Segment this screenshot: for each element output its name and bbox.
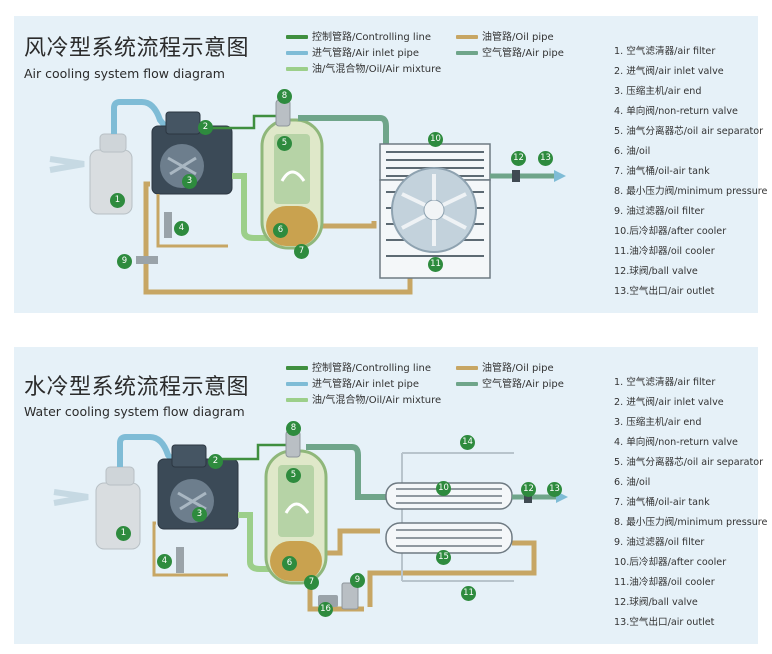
- component-item: 1. 空气滤清器/air filter: [614, 46, 716, 57]
- badge-water-inlet: 14: [460, 435, 475, 450]
- oil-pipe-return: [143, 181, 413, 295]
- legend-oil-air-mixture: 油/气混合物/Oil/Air mixture: [286, 391, 441, 406]
- component-item: 3. 压缩主机/air end: [614, 86, 702, 97]
- component-item: 10.后冷却器/after cooler: [614, 226, 727, 237]
- badge-oil: 6: [282, 556, 297, 571]
- legend-oil-pipe: 油管路/Oil pipe: [456, 28, 554, 43]
- intake-arrow: [49, 156, 85, 173]
- page-title: 水冷型系统流程示意图: [24, 375, 250, 400]
- legend-air-inlet-pipe: 进气管路/Air inlet pipe: [286, 375, 419, 390]
- legend-controlling-line: 控制管路/Controlling line: [286, 359, 431, 374]
- badge-ball-valve: 12: [521, 482, 536, 497]
- badge-air-inlet-valve: 2: [198, 120, 213, 135]
- air-cooling-diagram: [49, 99, 566, 295]
- component-item: 5. 油气分离器芯/oil air separator: [614, 457, 764, 468]
- badge-minimum-pressure-valve: 8: [277, 89, 292, 104]
- legend-air-pipe: 空气管路/Air pipe: [456, 44, 564, 59]
- ball-valve: [524, 491, 532, 503]
- air-pipe: [298, 115, 389, 146]
- page-subtitle: Air cooling system flow diagram: [24, 66, 225, 81]
- component-item: 12.球阀/ball valve: [614, 597, 698, 608]
- air-cooling-panel: 风冷型系统流程示意图 Air cooling system flow diagr…: [14, 16, 767, 313]
- oil-filter: [136, 256, 158, 264]
- component-item: 2. 进气阀/air inlet valve: [614, 66, 724, 77]
- legend-air-inlet-pipe: 进气管路/Air inlet pipe: [286, 44, 419, 59]
- component-list: 1. 空气滤清器/air filter 2. 进气阀/air inlet val…: [614, 373, 767, 633]
- badge-thermostatic-valve: 16: [318, 602, 333, 617]
- page-subtitle: Water cooling system flow diagram: [24, 404, 245, 419]
- component-item: 13.空气出口/air outlet: [614, 286, 715, 297]
- badge-non-return-valve: 4: [174, 221, 189, 236]
- air-inlet-pipe: [111, 99, 173, 134]
- oil-air-mixture-pipe: [232, 173, 276, 241]
- badge-air-filter: 1: [116, 526, 131, 541]
- component-item: 9. 油过滤器/oil filter: [614, 537, 705, 548]
- intake-arrow: [53, 489, 89, 506]
- badge-oil-filter: 9: [117, 254, 132, 269]
- component-item: 7. 油气桶/oil-air tank: [614, 166, 710, 177]
- legend-controlling-line: 控制管路/Controlling line: [286, 28, 431, 43]
- badge-oil-separator: 5: [286, 468, 301, 483]
- controlling-line: [214, 443, 288, 461]
- component-item: 8. 最小压力阀/minimum pressure: [614, 186, 768, 197]
- water-pipe: [401, 452, 514, 582]
- component-item: 1. 空气滤清器/air filter: [614, 377, 716, 388]
- ball-valve: [512, 170, 520, 182]
- badge-water-outlet: 15: [436, 550, 451, 565]
- component-item: 11.油冷却器/oil cooler: [614, 577, 715, 588]
- badge-air-outlet: 13: [547, 482, 562, 497]
- component-item: 6. 油/oil: [614, 146, 651, 157]
- oil-pipe-to-cooler: [314, 221, 377, 229]
- component-item: 13.空气出口/air outlet: [614, 617, 715, 628]
- component-item: 2. 进气阀/air inlet valve: [614, 397, 724, 408]
- badge-air-inlet-valve: 2: [208, 454, 223, 469]
- oil-pipe-return: [367, 540, 537, 607]
- badge-after-cooler: 10: [436, 481, 451, 496]
- badge-oil-air-tank: 7: [304, 575, 319, 590]
- component-item: 4. 单向阀/non-return valve: [614, 106, 738, 117]
- badge-oil-cooler: 11: [461, 586, 476, 601]
- air-pipe: [306, 444, 386, 500]
- component-item: 3. 压缩主机/air end: [614, 417, 702, 428]
- air-outlet-arrow: [554, 170, 566, 182]
- component-item: 6. 油/oil: [614, 477, 651, 488]
- component-item: 7. 油气桶/oil-air tank: [614, 497, 710, 508]
- component-item: 11.油冷却器/oil cooler: [614, 246, 715, 257]
- non-return-valve: [176, 547, 184, 573]
- badge-air-end: 3: [192, 507, 207, 522]
- legend-oil-pipe: 油管路/Oil pipe: [456, 359, 554, 374]
- oil-air-mixture-pipe: [238, 512, 276, 572]
- component-item: 9. 油过滤器/oil filter: [614, 206, 705, 217]
- badge-oil-cooler: 11: [428, 257, 443, 272]
- badge-air-outlet: 13: [538, 151, 553, 166]
- badge-air-filter: 1: [110, 193, 125, 208]
- component-item: 4. 单向阀/non-return valve: [614, 437, 738, 448]
- component-item: 10.后冷却器/after cooler: [614, 557, 727, 568]
- badge-air-end: 3: [182, 174, 197, 189]
- component-item: 12.球阀/ball valve: [614, 266, 698, 277]
- badge-after-cooler: 10: [428, 132, 443, 147]
- oil-pipe-short: [156, 194, 228, 248]
- oil-pipe-short: [152, 521, 228, 577]
- badge-minimum-pressure-valve: 8: [286, 421, 301, 436]
- water-cooling-panel: 水冷型系统流程示意图 Water cooling system flow dia…: [14, 347, 767, 644]
- controlling-line: [210, 114, 284, 130]
- page-title: 风冷型系统流程示意图: [24, 36, 250, 61]
- badge-ball-valve: 12: [511, 151, 526, 166]
- component-item: 8. 最小压力阀/minimum pressure: [614, 517, 768, 528]
- legend-oil-air-mixture: 油/气混合物/Oil/Air mixture: [286, 60, 441, 75]
- component-list: 1. 空气滤清器/air filter 2. 进气阀/air inlet val…: [614, 42, 767, 302]
- badge-oil-air-tank: 7: [294, 244, 309, 259]
- air-inlet-pipe: [117, 434, 179, 467]
- non-return-valve: [164, 212, 172, 238]
- badge-non-return-valve: 4: [157, 554, 172, 569]
- badge-oil-filter: 9: [350, 573, 365, 588]
- badge-oil: 6: [273, 223, 288, 238]
- badge-oil-separator: 5: [277, 136, 292, 151]
- legend-air-pipe: 空气管路/Air pipe: [456, 375, 564, 390]
- component-item: 5. 油气分离器芯/oil air separator: [614, 126, 764, 137]
